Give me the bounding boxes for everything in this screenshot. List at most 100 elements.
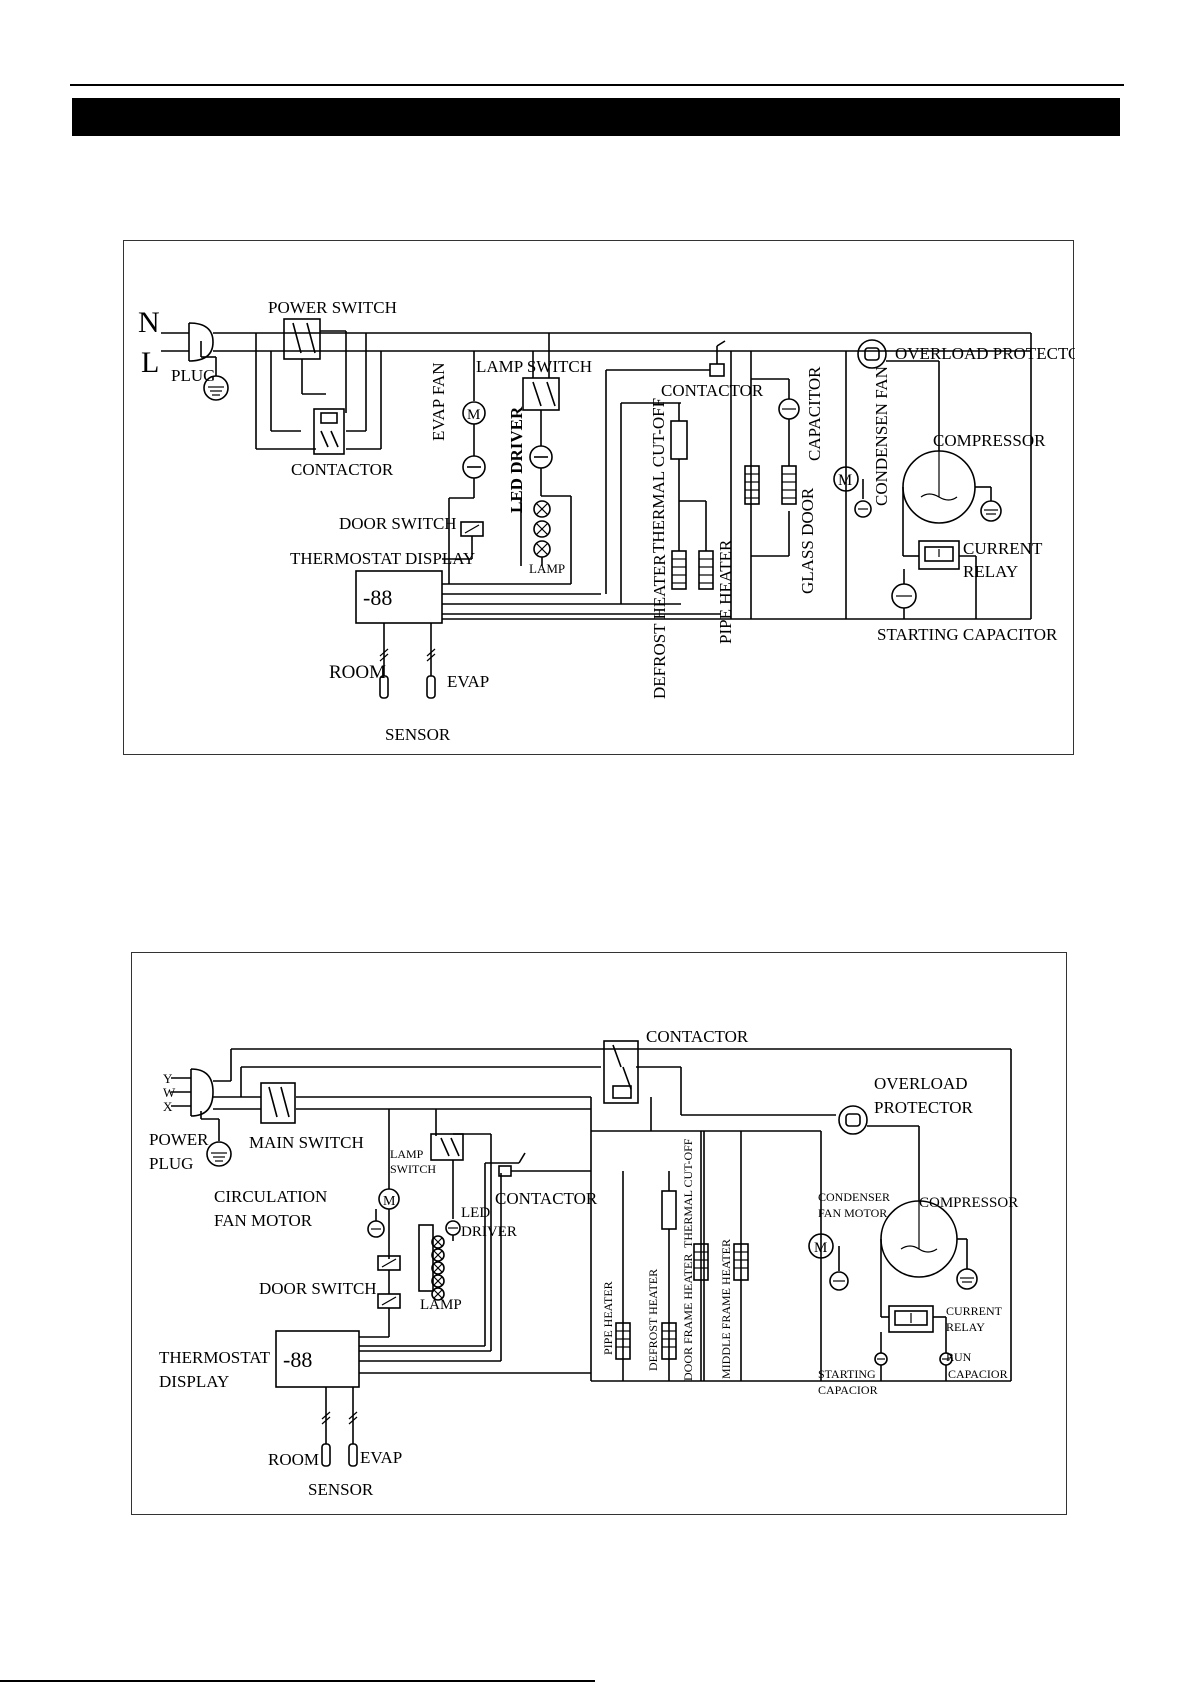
label-room: ROOM (329, 662, 386, 683)
label-overload-protector: OVERLOAD PROTECTOR (895, 344, 1075, 363)
footer-rule (0, 1680, 595, 1682)
top-rule (70, 84, 1124, 86)
label-w: W (163, 1085, 176, 1100)
label-plug-2: PLUG (149, 1154, 193, 1173)
wiring-diagram-1-svg: M (138, 298, 1075, 744)
label-thermal-cut-off-2: THERMAL CUT-OFF (681, 1138, 695, 1248)
contactor-top-symbol (603, 1040, 639, 1104)
label-led: LED (461, 1205, 490, 1221)
power-plug-symbol (171, 1068, 261, 1167)
label-display: DISPLAY (159, 1372, 229, 1391)
display-digits: -88 (363, 585, 392, 610)
label-sensor: SENSOR (385, 725, 451, 744)
label-glass-door: GLASS DOOR (798, 487, 817, 594)
label-condenser: CONDENSER (818, 1190, 890, 1204)
label-fan-motor-right: FAN MOTOR (818, 1206, 887, 1220)
label-x: X (163, 1099, 173, 1114)
label-lamp-switch: LAMP SWITCH (476, 357, 592, 376)
label-thermal-cut-off: THERMAL CUT-OFF (649, 398, 668, 553)
heater-section (620, 402, 714, 604)
lamp-switch-symbol (520, 333, 572, 584)
label-pipe-heater-2: PIPE HEATER (601, 1281, 615, 1355)
label-room-2: ROOM (268, 1450, 319, 1469)
evap-motor-letter: M (467, 407, 480, 423)
label-capacior-right: CAPACIOR (948, 1367, 1008, 1381)
label-contactor-left: CONTACTOR (291, 460, 394, 479)
overload-protector-symbol (838, 1105, 920, 1201)
condenser-motor-letter: M (814, 1240, 827, 1256)
label-y: Y (163, 1071, 173, 1086)
label-thermostat-display: THERMOSTAT DISPLAY (290, 549, 475, 568)
label-current: CURRENT (963, 539, 1043, 558)
label-starting: STARTING (818, 1367, 876, 1381)
label-fan-motor: FAN MOTOR (214, 1211, 313, 1230)
label-lamp-switch-lamp: LAMP (390, 1147, 424, 1161)
lamp-bulbs-2 (431, 1235, 445, 1301)
label-protector: PROTECTOR (874, 1098, 974, 1117)
label-defrost-heater-2: DEFROST HEATER (646, 1269, 660, 1371)
label-capacitor: CAPACITOR (805, 366, 824, 461)
compressor-section (857, 339, 1002, 619)
compressor-2-symbol (874, 1200, 978, 1381)
label-lamp: LAMP (529, 561, 565, 576)
label-starting-capacitor: STARTING CAPACITOR (877, 625, 1058, 644)
thermostat-display-2-symbol: -88 (275, 1330, 591, 1467)
label-lamp-switch-switch: SWITCH (390, 1162, 436, 1176)
label-middle-frame-heater: MIDDLE FRAME HEATER (719, 1239, 733, 1379)
circulation-fan-motor-symbol: M (367, 1109, 400, 1259)
label-power-switch: POWER SWITCH (268, 298, 397, 317)
wiring-diagram-2: M (131, 952, 1067, 1515)
section-header-bar (72, 98, 1120, 136)
power-switch-symbol (283, 318, 347, 413)
condensen-fan-symbol: M (833, 351, 872, 619)
lamp-bulbs (533, 500, 551, 566)
wiring-diagram-1: M (123, 240, 1075, 755)
label-plug: PLUG (171, 366, 215, 385)
label-pipe-heater: PIPE HEATER (716, 539, 735, 644)
door-switch-symbol (460, 521, 484, 559)
lamp-switch-2-symbol (418, 1109, 492, 1351)
label-condensen-fan: CONDENSEN FAN (872, 366, 891, 506)
label-compressor: COMPRESSOR (933, 431, 1046, 450)
label-door-frame-heater: DOOR FRAME HEATER (681, 1254, 695, 1381)
label-compressor-2: COMPRESSOR (919, 1195, 1018, 1211)
label-thermostat: THERMOSTAT (159, 1348, 271, 1367)
label-evap-fan: EVAP FAN (429, 362, 448, 441)
label-driver: DRIVER (461, 1224, 517, 1240)
label-l: L (141, 346, 159, 379)
wiring-diagram-2-svg: M (149, 1027, 1018, 1499)
label-capacior-left: CAPACIOR (818, 1383, 878, 1397)
door-switch-symbols (377, 1255, 401, 1337)
label-run: RUN (946, 1350, 972, 1364)
label-contactor-right: CONTACTOR (661, 381, 764, 400)
label-circulation: CIRCULATION (214, 1187, 327, 1206)
label-contactor-mid: CONTACTOR (495, 1189, 598, 1208)
contactor-left-symbol (313, 408, 345, 455)
label-led-driver: LED DRIVER (507, 406, 526, 513)
condensen-motor-letter: M (838, 472, 852, 489)
label-door-switch-2: DOOR SWITCH (259, 1279, 377, 1298)
evap-fan-symbol: M (448, 351, 486, 584)
heater-section-2 (615, 1131, 749, 1381)
contactor-right-symbol (605, 340, 752, 619)
label-contactor-top: CONTACTOR (646, 1027, 749, 1046)
main-wiring (241, 332, 1032, 619)
label-main-switch: MAIN SWITCH (249, 1133, 364, 1152)
thermostat-display-symbol: -88 (355, 558, 1031, 699)
label-lamp-2: LAMP (420, 1297, 462, 1313)
label-evap: EVAP (447, 672, 489, 691)
plug-symbol (161, 322, 241, 401)
main-wiring-2 (230, 1048, 1012, 1382)
label-current-2: CURRENT (946, 1304, 1003, 1318)
contactor-mid-symbol (484, 1152, 591, 1361)
condenser-fan-motor-symbol: M (808, 1233, 849, 1291)
label-relay: RELAY (963, 562, 1018, 581)
label-defrost-heater: DEFROST HEATER (650, 554, 669, 699)
display-digits-2: -88 (283, 1347, 312, 1372)
label-door-switch: DOOR SWITCH (339, 514, 457, 533)
label-power: POWER (149, 1130, 209, 1149)
label-evap-2: EVAP (360, 1448, 402, 1467)
label-overload: OVERLOAD (874, 1074, 968, 1093)
circulation-motor-letter: M (383, 1194, 396, 1209)
label-n: N (138, 306, 160, 339)
